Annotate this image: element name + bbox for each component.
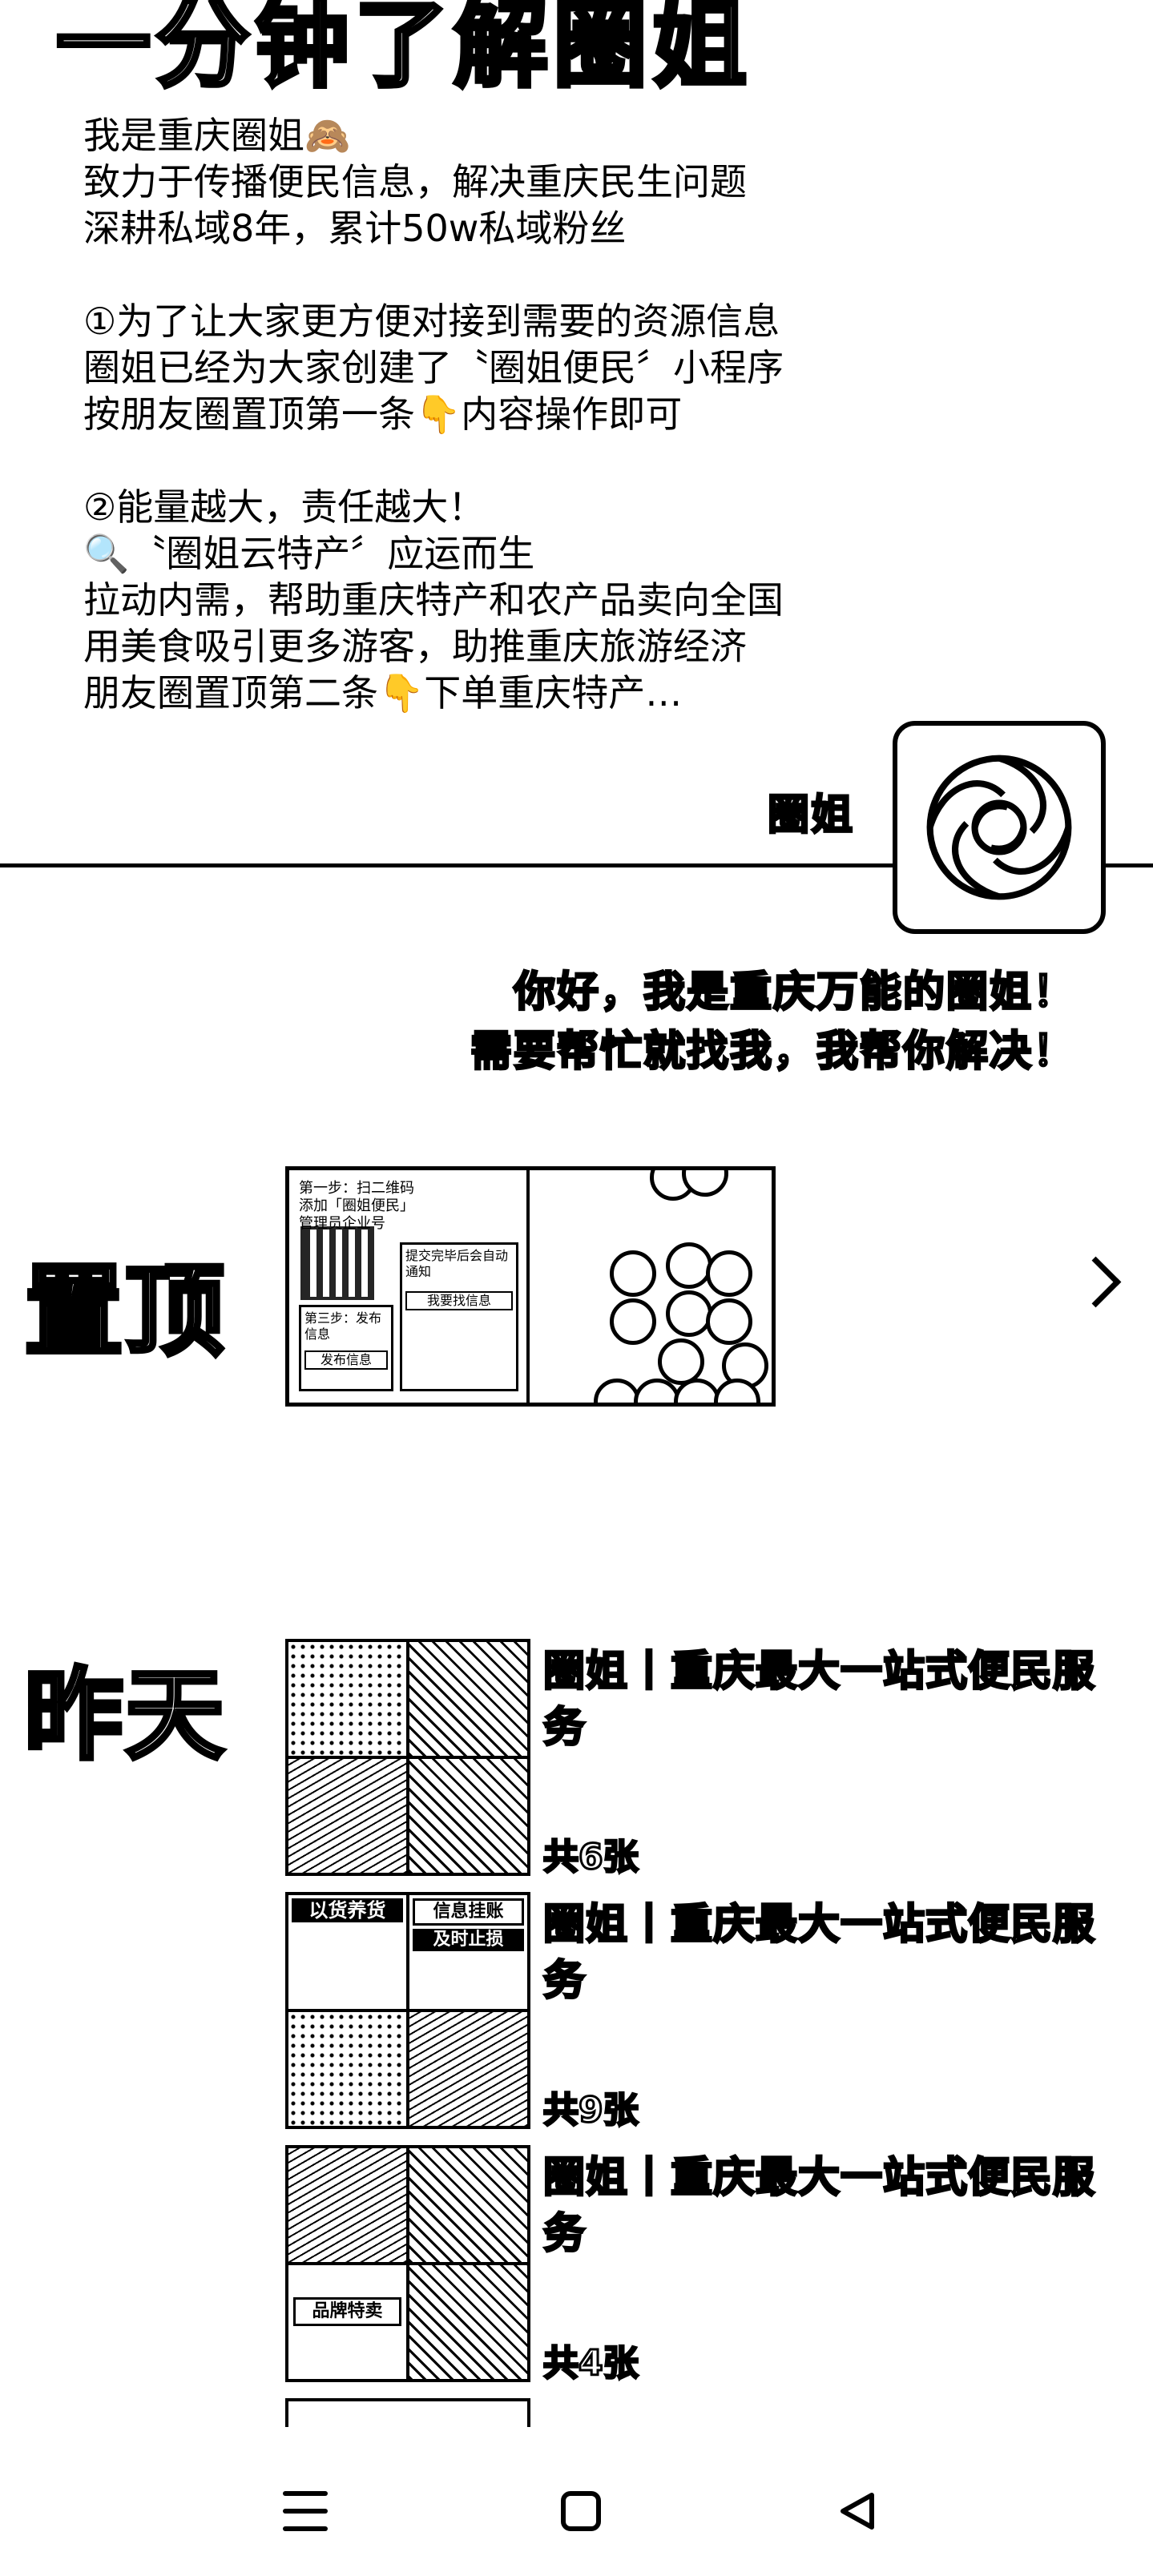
list-item[interactable]: 品牌特卖 圈姐丨重庆最大一站式便民服务 共4张 xyxy=(285,2145,1096,2385)
pinned-thumb-left: 第一步：扫二维码 添加「圈姐便民」 管理员企业号 第三步：发布信息 发布信息 提… xyxy=(289,1170,530,1403)
post-thumbnail-grid xyxy=(285,1639,530,1876)
system-nav-bar xyxy=(0,2427,1153,2576)
list-item[interactable]: 圈姐丨重庆最大一站式便民服务 共6张 xyxy=(285,1639,1096,1879)
thumb-text: 及时止损 xyxy=(413,1929,524,1951)
intro-line: 圈姐已经为大家创建了〝圈姐便民〞小程序 xyxy=(83,346,784,389)
post-thumb: 以货养货 xyxy=(288,1895,406,2009)
intro-line: 我是重庆圈姐🙈 xyxy=(83,114,351,157)
yesterday-label: 昨天 xyxy=(22,1656,227,1776)
pinned-label: 置顶 xyxy=(22,1253,227,1372)
intro-line: ①为了让大家更方便对接到需要的资源信息 xyxy=(83,300,780,343)
post-title: 圈姐丨重庆最大一站式便民服务 xyxy=(542,2153,1096,2260)
pinned-step-text: 第一步：扫二维码 xyxy=(299,1180,414,1197)
pinned-step-text: 添加「圈姐便民」 xyxy=(299,1197,414,1214)
post-title: 圈姐丨重庆最大一站式便民服务 xyxy=(542,1647,1096,1753)
profile-name[interactable]: 圈姐 xyxy=(766,791,855,841)
intro-line xyxy=(83,252,1045,298)
post-thumb xyxy=(288,1642,406,1756)
swirl-logo-icon xyxy=(926,755,1072,900)
page-title: 一分钟了解圈姐 xyxy=(54,0,752,103)
post-thumb xyxy=(409,1642,527,1756)
intro-line: 按朋友圈置顶第一条👇内容操作即可 xyxy=(83,392,683,436)
pinned-post-card[interactable]: 第一步：扫二维码 添加「圈姐便民」 管理员企业号 第三步：发布信息 发布信息 提… xyxy=(285,1166,776,1407)
thumb-text: 信息挂账 xyxy=(413,1898,524,1926)
post-thumb: 信息挂账 及时止损 xyxy=(409,1895,527,2009)
intro-line: 朋友圈置顶第二条👇下单重庆特产… xyxy=(83,671,683,714)
intro-line: 用美食吸引更多游客，助推重庆旅游经济 xyxy=(83,625,747,668)
intro-line: 深耕私域8年，累计50w私域粉丝 xyxy=(83,207,627,250)
pinned-step-box: 提交完毕后会自动通知 我要找信息 xyxy=(400,1242,518,1391)
pinned-step-text: 提交完毕后会自动通知 xyxy=(405,1248,509,1279)
post-thumb: 品牌特卖 xyxy=(288,2265,406,2379)
thumb-text: 以货养货 xyxy=(292,1898,403,1922)
profile-greeting: 你好，我是重庆万能的圈姐！ xyxy=(512,968,1076,1018)
back-button[interactable] xyxy=(821,2475,893,2547)
menu-button[interactable] xyxy=(269,2475,341,2547)
back-icon xyxy=(841,2493,874,2530)
post-image-count: 共4张 xyxy=(542,2342,640,2385)
intro-line: 拉动内需，帮助重庆特产和农产品卖向全国 xyxy=(83,578,784,622)
chevron-right-icon[interactable] xyxy=(1070,1256,1122,1308)
cover-divider xyxy=(0,863,1153,867)
post-thumb xyxy=(409,2012,527,2126)
pinned-thumb-right xyxy=(530,1170,772,1403)
post-thumbnail-grid: 以货养货 信息挂账 及时止损 xyxy=(285,1892,530,2129)
pinned-step-text: 我要找信息 xyxy=(405,1291,513,1310)
intro-line: ②能量越大，责任越大！ xyxy=(83,485,486,529)
pinned-step-box: 第三步：发布信息 发布信息 xyxy=(299,1305,393,1391)
home-button[interactable] xyxy=(545,2475,617,2547)
thumb-text: 品牌特卖 xyxy=(293,2297,401,2326)
post-image-count: 共6张 xyxy=(542,1836,640,1879)
profile-greeting: 需要帮忙就找我，我帮你解决！ xyxy=(469,1027,1076,1077)
pinned-step-text: 发布信息 xyxy=(304,1350,388,1370)
menu-icon xyxy=(283,2491,328,2531)
post-thumb xyxy=(288,2012,406,2126)
post-thumb xyxy=(288,1759,406,1873)
list-item[interactable]: 以货养货 信息挂账 及时止损 圈姐丨重庆最大一站式便民服务 共9张 xyxy=(285,1892,1096,2132)
pinned-step-text: 第三步：发布信息 xyxy=(304,1310,382,1342)
intro-line: 致力于传播便民信息，解决重庆民生问题 xyxy=(83,160,747,203)
post-image-count: 共9张 xyxy=(542,2089,640,2132)
home-icon xyxy=(561,2491,601,2531)
list-item-partial[interactable] xyxy=(285,2398,530,2446)
intro-line: 🔍〝圈姐云特产〞应运而生 xyxy=(83,532,535,575)
post-thumbnail-grid: 品牌特卖 xyxy=(285,2145,530,2382)
intro-line xyxy=(83,437,1045,484)
post-thumb xyxy=(409,1759,527,1873)
post-thumb xyxy=(409,2148,527,2262)
qr-code-icon xyxy=(300,1226,374,1300)
post-thumb xyxy=(409,2265,527,2379)
post-title: 圈姐丨重庆最大一站式便民服务 xyxy=(542,1900,1096,2006)
intro-text: 我是重庆圈姐🙈 致力于传播便民信息，解决重庆民生问题 深耕私域8年，累计50w私… xyxy=(83,112,1045,716)
post-thumb xyxy=(288,2148,406,2262)
avatar[interactable] xyxy=(893,721,1106,934)
